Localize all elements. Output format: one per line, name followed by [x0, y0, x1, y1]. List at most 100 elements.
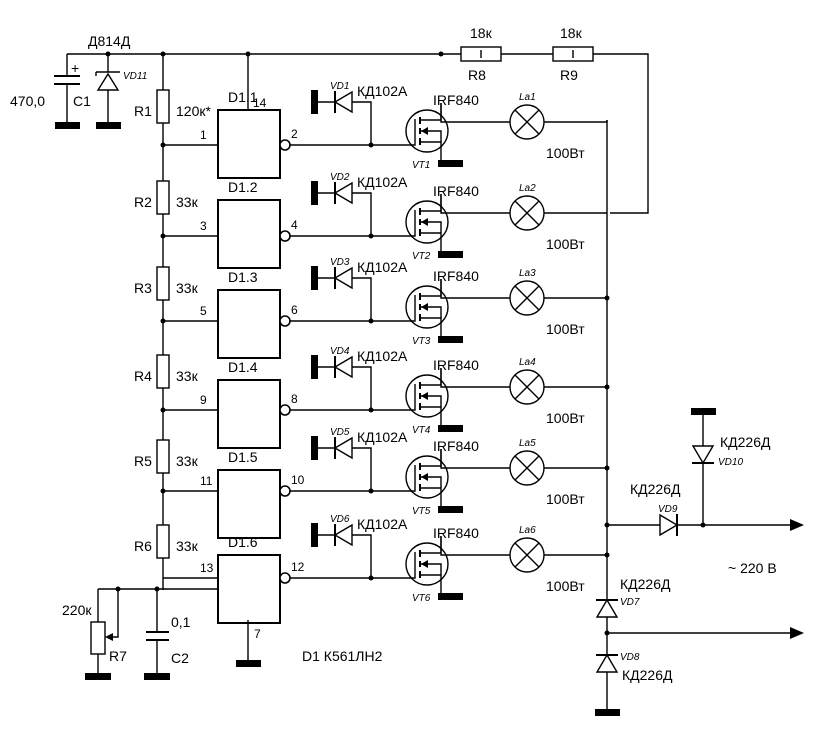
resistor-ref: R4	[134, 368, 152, 384]
mosfet-ref: VT4	[412, 425, 431, 436]
gate-name: D1.2	[228, 179, 258, 195]
gate-input-pin: 9	[200, 393, 207, 407]
resistor-value: 33к	[176, 368, 199, 384]
mosfet-type: IRF840	[433, 268, 479, 284]
diode-vd6	[333, 523, 353, 547]
resistor-r6	[156, 524, 170, 559]
resistor-ref: R2	[134, 194, 152, 210]
lamp-ref: La5	[519, 438, 536, 449]
lamp-power: 100Вт	[546, 578, 585, 594]
vd8-type: КД226Д	[622, 667, 673, 683]
gate-input-pin: 13	[200, 561, 214, 575]
gate-output-pin: 2	[291, 127, 298, 141]
mosfet-ref: VT6	[412, 593, 431, 604]
chip-label: D1 К561ЛН2	[302, 648, 383, 664]
c1-ref: C1	[73, 93, 91, 109]
diode-ref: VD5	[330, 427, 350, 438]
inverter-gate	[217, 554, 281, 624]
gate-name: D1.4	[228, 359, 258, 375]
diode-vd7	[595, 598, 619, 618]
supply-section: + 470,0 C1 VD11 Д814Д	[10, 33, 649, 214]
resistor-ref: R6	[134, 538, 152, 554]
r8-ref: R8	[468, 67, 486, 83]
vd10-ref: VD10	[718, 457, 743, 468]
mosfet-type: IRF840	[433, 92, 479, 108]
lamp-power: 100Вт	[546, 145, 585, 161]
lamp-ref: La3	[519, 268, 536, 279]
diode-vd9	[659, 513, 679, 537]
r9-value: 18к	[560, 25, 583, 41]
resistor-ref: R3	[134, 280, 152, 296]
lamp-ref: La6	[519, 525, 536, 536]
resistor-r4	[156, 354, 170, 389]
vd9-ref: VD9	[658, 504, 678, 515]
pot-value: 220к	[62, 602, 92, 618]
mosfet-ref: VT5	[412, 506, 431, 517]
r8-value: 18к	[470, 25, 493, 41]
inverter-bubble	[279, 315, 291, 327]
inverter-gate	[217, 289, 281, 359]
c2-value: 0,1	[171, 614, 191, 630]
lamp-ref: La4	[519, 357, 536, 368]
diode-type: КД102А	[357, 516, 408, 532]
gate-input-pin: 11	[200, 474, 213, 488]
inverter-bubble	[279, 139, 291, 151]
resistor-value: 33к	[176, 194, 199, 210]
gate-output-pin: 6	[291, 303, 298, 317]
inverter-bubble	[279, 230, 291, 242]
diode-vd1	[333, 90, 353, 114]
mosfet-type: IRF840	[433, 357, 479, 373]
mosfet-type: IRF840	[433, 183, 479, 199]
resistor-r3	[156, 266, 170, 301]
pot-ref: R7	[109, 648, 127, 664]
inverter-gate	[217, 469, 281, 539]
inverter-bubble	[279, 572, 291, 584]
diode-vd4	[333, 355, 353, 379]
gate-output-pin: 12	[291, 560, 305, 574]
feedback-resistors: 18к R8 18к R9	[460, 25, 594, 83]
diode-vd10	[691, 445, 715, 465]
diode-type: КД102А	[357, 429, 408, 445]
timing-section: 220к R7 0,1 C2	[62, 586, 218, 680]
zener-label: Д814Д	[88, 33, 131, 49]
lamp-power: 100Вт	[546, 491, 585, 507]
vd7-ref: VD7	[620, 597, 640, 608]
resistor-r2	[156, 180, 170, 215]
vd10-type: КД226Д	[720, 434, 771, 450]
potentiometer-r7	[90, 621, 106, 655]
diode-type: КД102А	[357, 259, 408, 275]
gate-name: D1.6	[228, 534, 258, 550]
gate-name: D1.1	[228, 89, 258, 105]
rectifier-section: VD7 КД226Д VD8 КД226Д VD9 КД226Д КД226Д …	[595, 408, 777, 716]
mosfet-type: IRF840	[433, 438, 479, 454]
diode-type: КД102А	[357, 174, 408, 190]
inverter-gate	[217, 199, 281, 269]
diode-type: КД102А	[357, 348, 408, 364]
gate-input-pin: 3	[200, 219, 207, 233]
mosfet-ref: VT1	[412, 160, 430, 171]
lamp-power: 100Вт	[546, 236, 585, 252]
resistor-ref: R5	[134, 453, 152, 469]
gate-ground-pin: 7	[254, 627, 261, 641]
diode-vd8	[595, 653, 619, 673]
zener-vd11-symbol	[96, 72, 120, 91]
diode-ref: VD2	[330, 172, 350, 183]
lamp-ref: La1	[519, 92, 536, 103]
inverter-bubble	[279, 485, 291, 497]
vd8-ref: VD8	[620, 652, 640, 663]
diode-ref: VD6	[330, 514, 350, 525]
diode-ref: VD1	[330, 81, 349, 92]
diode-ref: VD3	[330, 257, 350, 268]
diode-vd2	[333, 181, 353, 205]
gate-output-pin: 8	[291, 392, 298, 406]
lamp-power: 100Вт	[546, 321, 585, 337]
inverter-bubble	[279, 404, 291, 416]
